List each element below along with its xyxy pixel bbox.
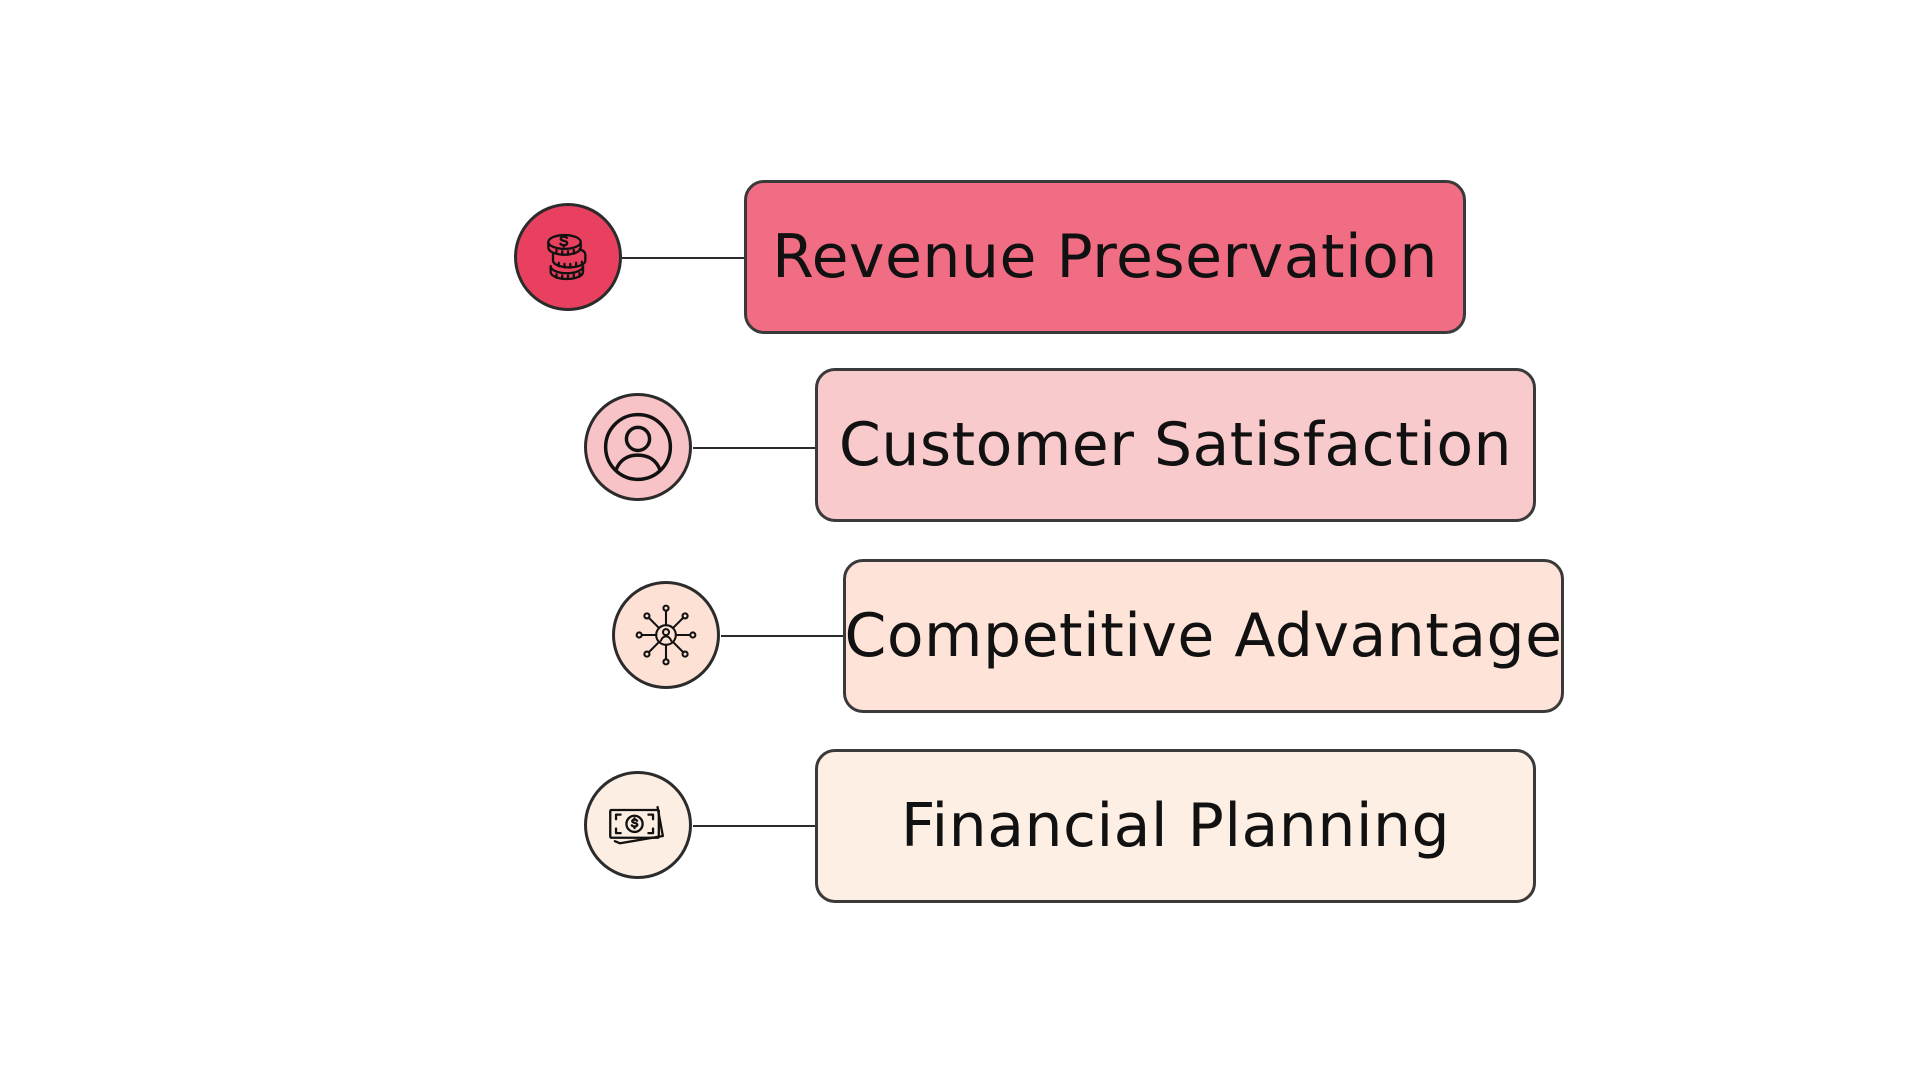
network-icon — [612, 581, 720, 689]
item-label: Competitive Advantage — [844, 601, 1563, 671]
connector-line — [693, 825, 815, 827]
item-box-revenue-preservation: Revenue Preservation — [744, 180, 1466, 334]
item-label: Customer Satisfaction — [838, 410, 1513, 480]
item-label: Revenue Preservation — [772, 222, 1438, 292]
connector-line — [693, 447, 815, 449]
item-box-customer-satisfaction: Customer Satisfaction — [815, 368, 1536, 522]
item-label: Financial Planning — [900, 791, 1451, 861]
connector-line — [721, 635, 843, 637]
coins-icon — [514, 203, 622, 311]
banknote-icon — [584, 771, 692, 879]
item-box-competitive-advantage: Competitive Advantage — [843, 559, 1564, 713]
user-circle-icon — [584, 393, 692, 501]
item-box-financial-planning: Financial Planning — [815, 749, 1536, 903]
connector-line — [622, 257, 744, 259]
